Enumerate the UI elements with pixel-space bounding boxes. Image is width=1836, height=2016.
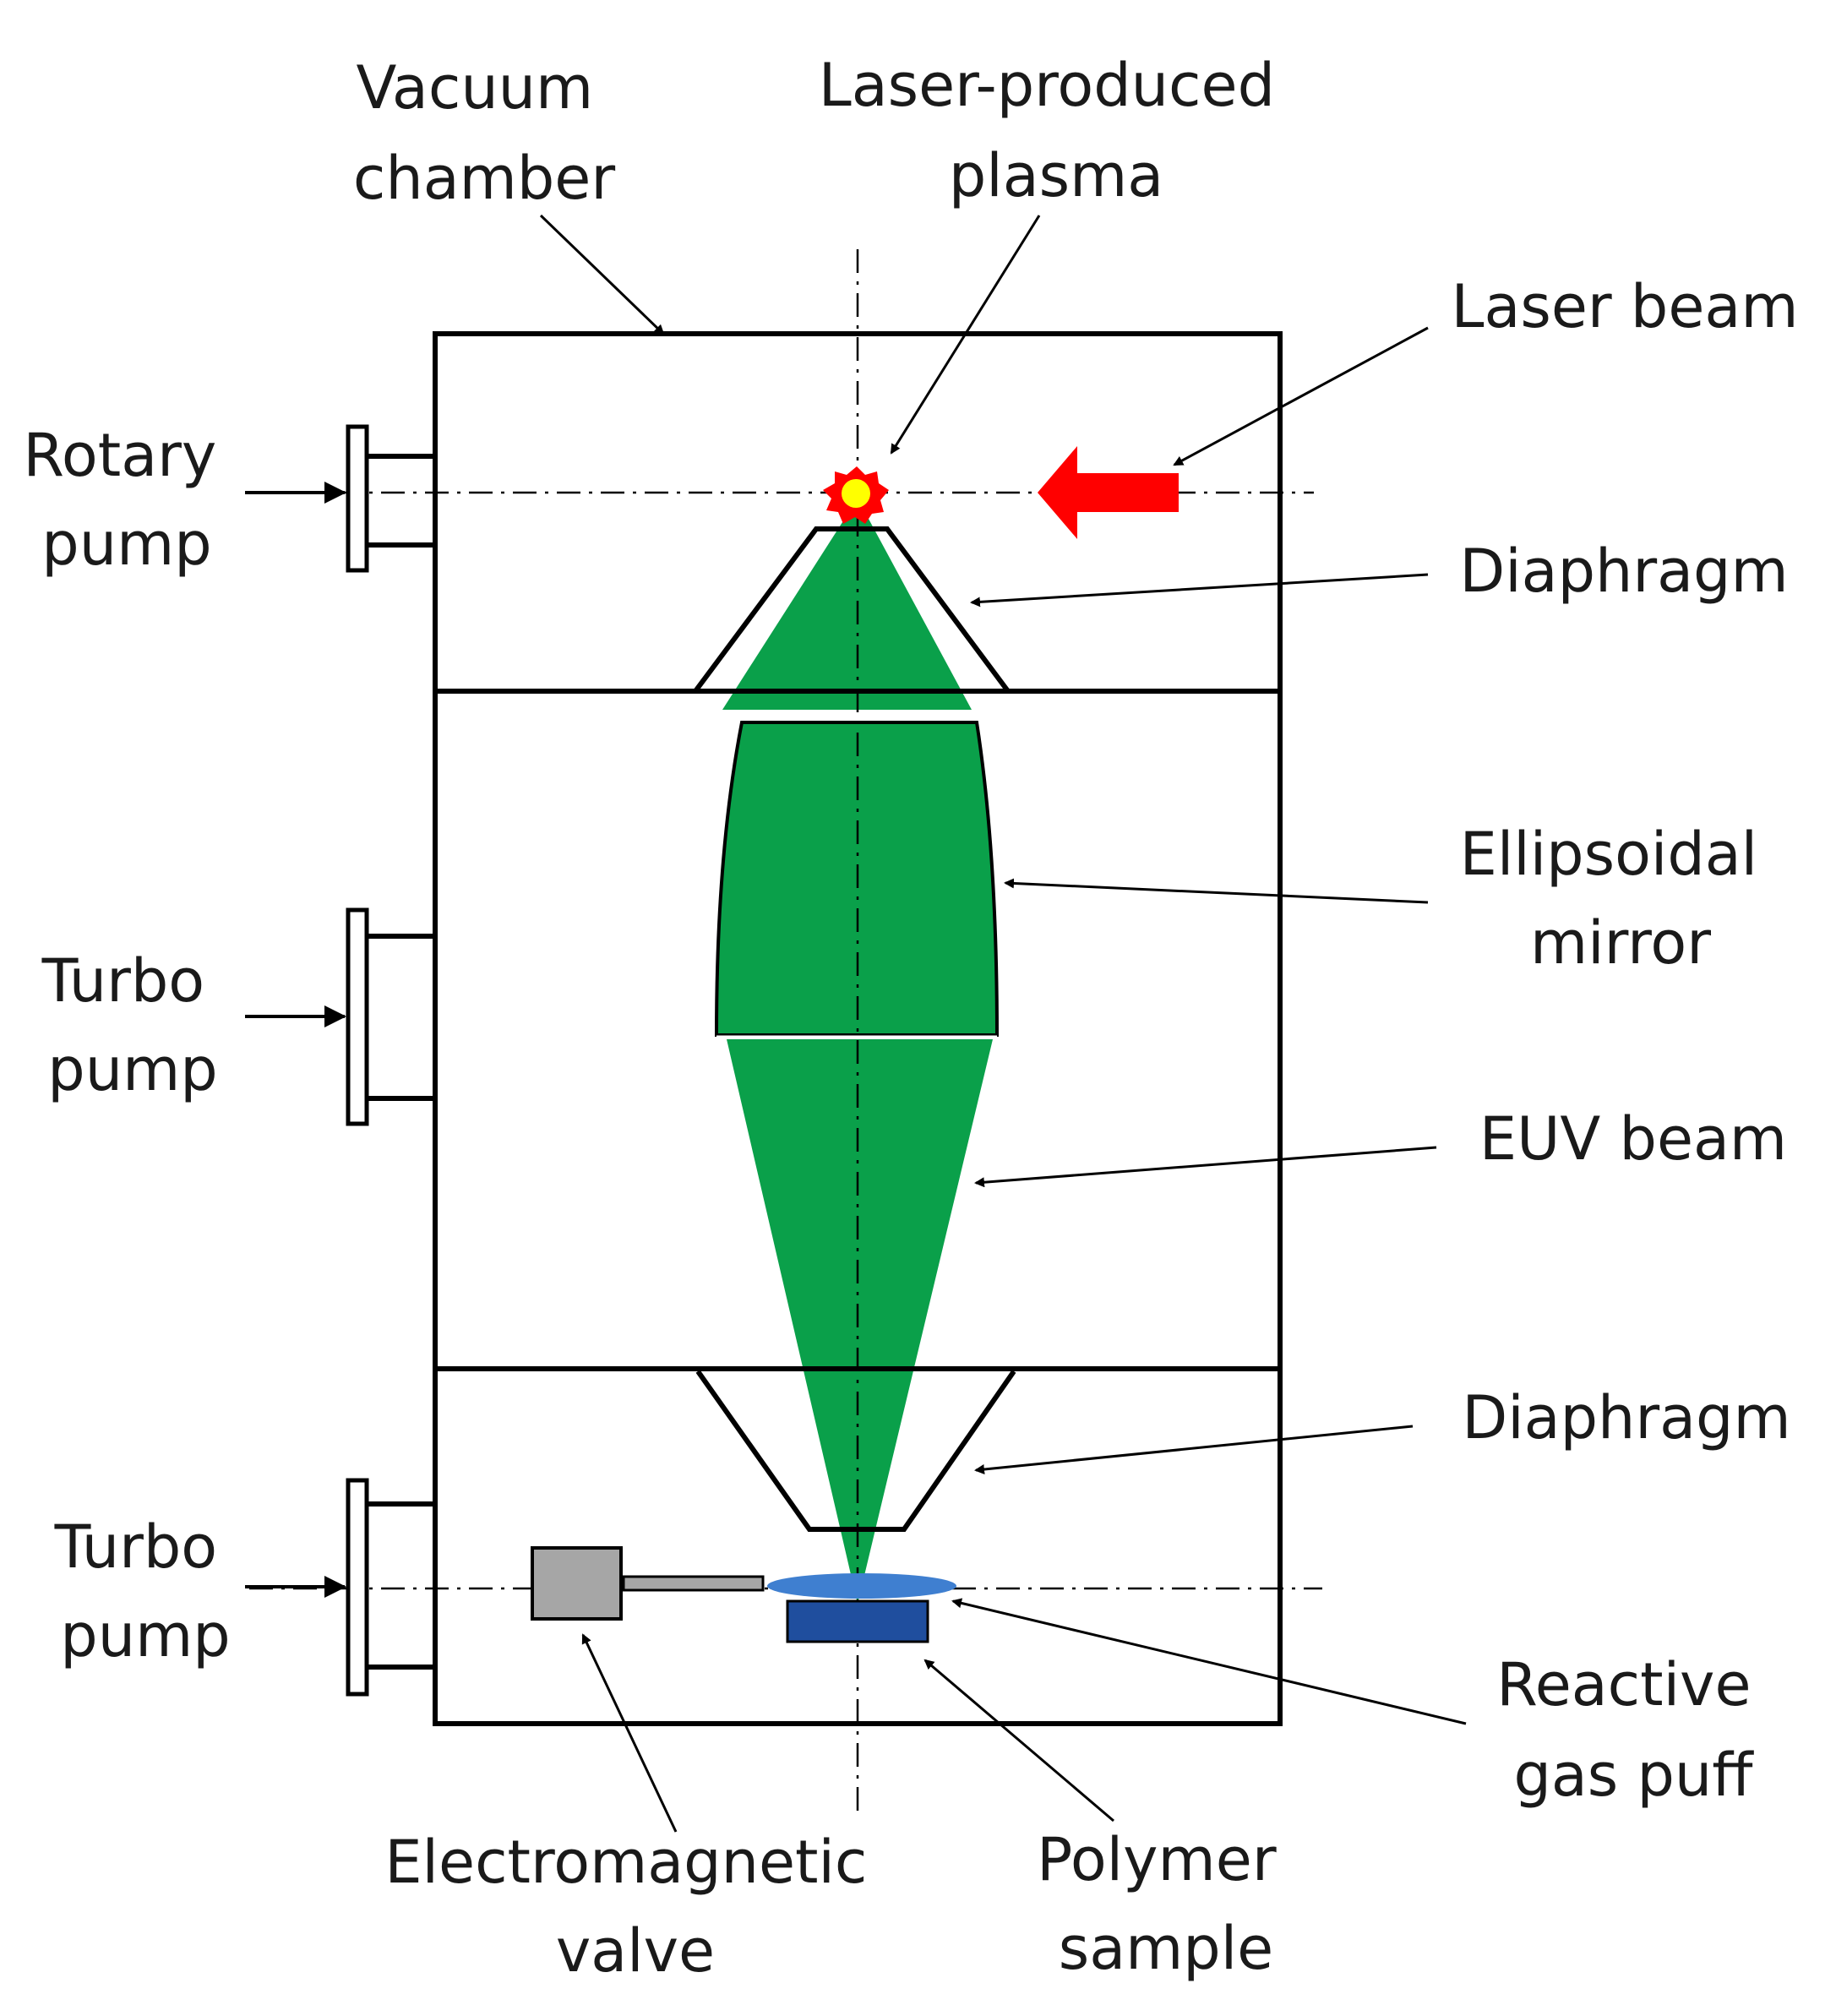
- label-diaphragm-bottom: Diaphragm: [1462, 1383, 1790, 1452]
- label-rotary-pump: Rotary pump: [23, 421, 235, 579]
- leader-vacuum-chamber: [539, 214, 665, 335]
- label-vacuum-chamber: Vacuum chamber: [353, 53, 615, 213]
- label-polymer-sample: Polymer sample: [1037, 1825, 1295, 1983]
- label-ellipsoidal-mirror: Ellipsoidal mirror: [1460, 820, 1777, 978]
- leader-laser-plasma: [890, 215, 1041, 455]
- label-reactive-gas-puff: Reactive gas puff: [1496, 1650, 1770, 1810]
- laser-beam-arrow: [1038, 446, 1179, 539]
- label-laser-produced-plasma: Laser-produced plasma: [819, 51, 1294, 210]
- reactive-gas-puff-shape: [767, 1573, 956, 1599]
- leader-diaphragm-top: [970, 573, 1429, 608]
- leader-laser-beam: [1173, 326, 1429, 466]
- turbo-pump-1-flange: [346, 907, 435, 1126]
- leader-electromagnetic-valve: [581, 1633, 678, 1833]
- label-electromagnetic-valve: Electromagnetic valve: [384, 1828, 885, 1986]
- leader-ellipsoidal-mirror: [1004, 878, 1429, 904]
- euv-beam-lower-cone: [727, 1039, 993, 1604]
- electromagnetic-valve-body: [531, 1546, 623, 1621]
- leader-reactive-gas-puff: [951, 1598, 1467, 1725]
- label-euv-beam: EUV beam: [1479, 1104, 1787, 1174]
- turbo-pump-2-flange: [346, 1478, 435, 1697]
- leader-polymer-sample: [923, 1659, 1114, 1823]
- label-turbo-pump-1: Turbo pump: [41, 946, 224, 1104]
- label-turbo-pump-2: Turbo pump: [54, 1512, 237, 1670]
- label-diaphragm-top: Diaphragm: [1459, 537, 1788, 606]
- label-laser-beam: Laser beam: [1451, 272, 1798, 341]
- leader-euv-beam: [974, 1146, 1437, 1188]
- diaphragm-top-shape: [693, 526, 1011, 693]
- rotary-pump-flange: [346, 424, 435, 573]
- chamber-outer-wall: [433, 331, 1283, 1726]
- polymer-sample-shape: [786, 1599, 929, 1643]
- plasma-burst: [823, 466, 889, 524]
- euv-beam-upper-cone: [722, 499, 972, 710]
- electromagnetic-valve-nozzle: [622, 1575, 765, 1592]
- leader-diaphragm-bottom: [974, 1425, 1414, 1474]
